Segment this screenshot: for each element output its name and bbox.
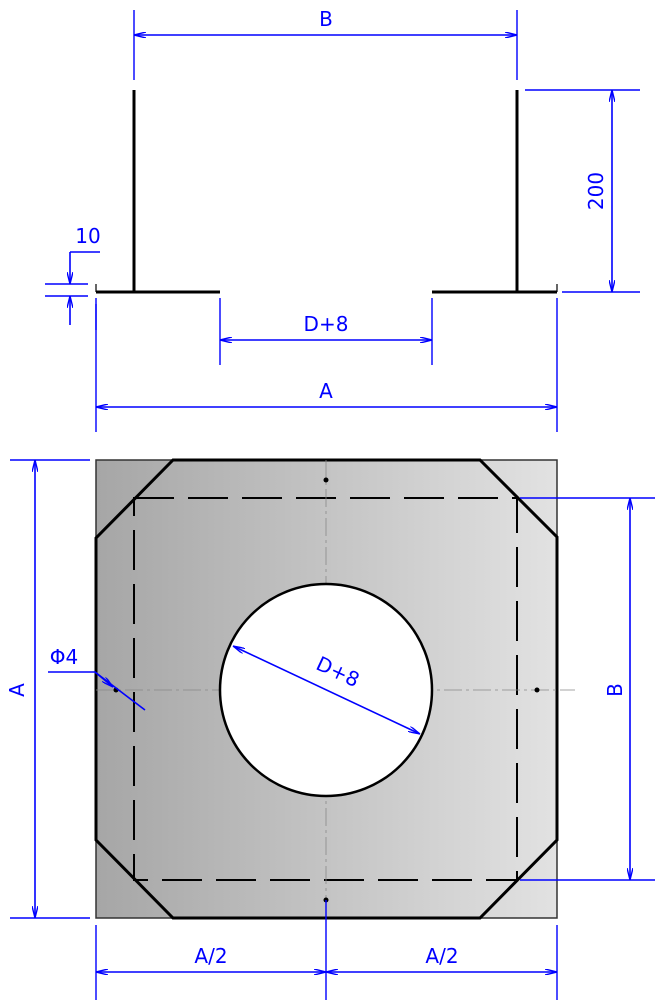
label-a2-left: A/2 xyxy=(194,944,227,968)
label-b-right: B xyxy=(603,683,627,697)
dimension-height: 200 xyxy=(525,89,640,293)
dimension-halves: A/2 A/2 xyxy=(95,900,558,1000)
dimension-plan-inner: B xyxy=(520,497,655,881)
label-a2-right: A/2 xyxy=(425,944,458,968)
label-a-left: A xyxy=(5,683,29,697)
label-a-top: A xyxy=(319,379,333,403)
label-10: 10 xyxy=(75,224,100,248)
dimension-opening: D+8 xyxy=(219,298,433,365)
label-phi4: Φ4 xyxy=(50,645,78,669)
hole-right xyxy=(534,687,540,693)
plan-view xyxy=(94,458,575,920)
hole-top xyxy=(323,477,329,483)
dimension-top-width: B xyxy=(133,7,518,80)
dimension-thickness: 10 xyxy=(45,224,101,330)
label-200: 200 xyxy=(584,172,608,210)
label-d8-top: D+8 xyxy=(304,312,349,336)
label-b-top: B xyxy=(319,7,333,31)
side-view xyxy=(95,90,558,294)
dimension-plan-height: A xyxy=(5,459,90,919)
dimension-hole: Φ4 xyxy=(48,645,146,711)
dimension-overall: A xyxy=(95,298,558,432)
